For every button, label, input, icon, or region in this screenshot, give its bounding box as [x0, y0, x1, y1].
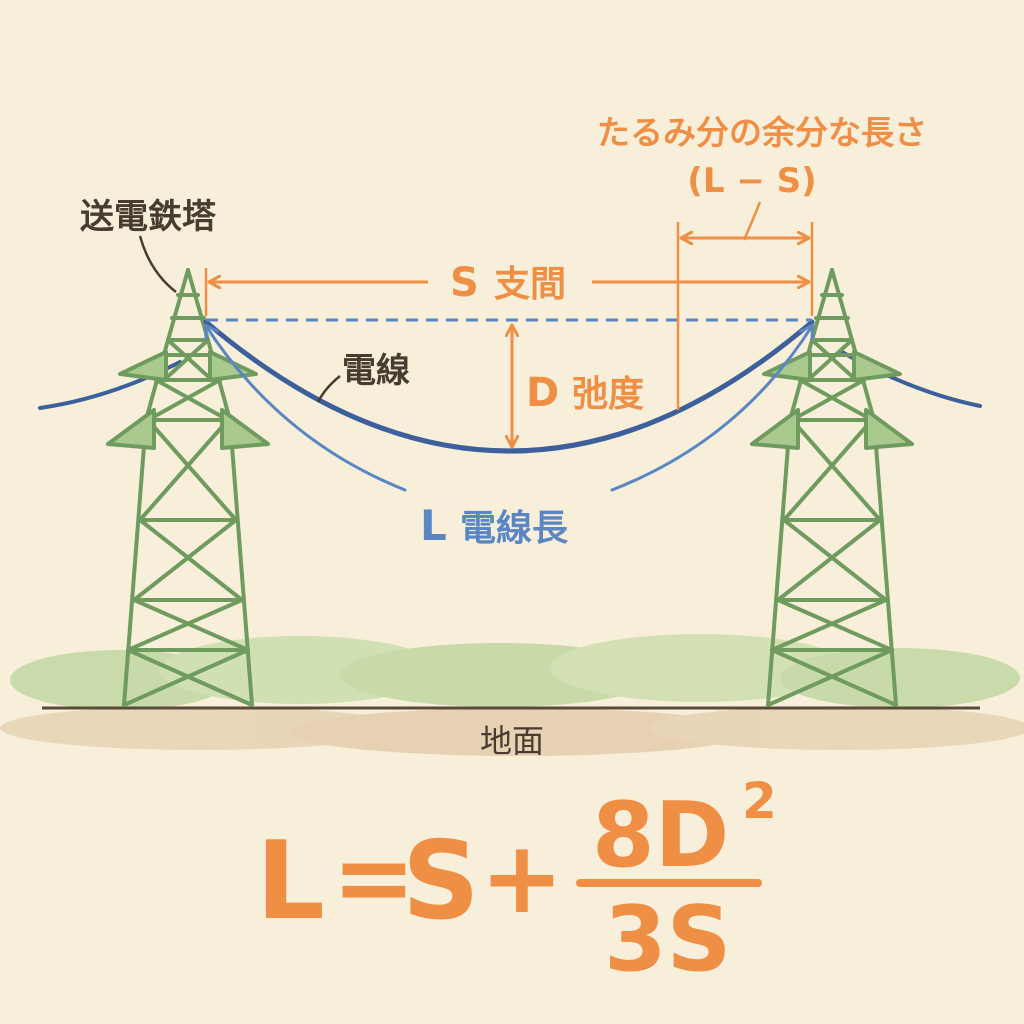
- vegetation: [10, 634, 1020, 710]
- length-letter: L: [420, 501, 447, 550]
- formula-equals: =: [332, 819, 416, 936]
- extra-leader: [742, 201, 762, 241]
- span-letter: S: [450, 260, 479, 306]
- length-text: 電線長: [460, 508, 569, 549]
- sag-text: 弛度: [572, 374, 644, 415]
- formula-lhs: L: [256, 819, 325, 944]
- formula-s: S: [402, 819, 480, 944]
- wire-leader: [316, 375, 341, 403]
- tower-left: [106, 268, 270, 707]
- wire-label: 電線: [342, 351, 410, 391]
- formula: L = S + 8D 2 3S: [256, 772, 777, 992]
- extra-label-line2: (L − S): [687, 161, 816, 201]
- length-arrow-right: [610, 326, 812, 492]
- ground-label: 地面: [480, 722, 544, 760]
- span-text: 支間: [494, 264, 566, 305]
- soil: [0, 706, 1024, 756]
- tower-right: [750, 268, 914, 707]
- sag-letter: D: [526, 370, 559, 416]
- formula-denominator: 3S: [604, 887, 731, 992]
- tower-label: 送電鉄塔: [80, 197, 217, 237]
- extra-label-line1: たるみ分の余分な長さ: [597, 113, 927, 152]
- formula-exponent: 2: [742, 772, 777, 830]
- wire-main: [203, 319, 815, 454]
- formula-plus: +: [480, 819, 564, 936]
- tower-leader: [138, 235, 177, 293]
- formula-numerator: 8D: [592, 783, 729, 888]
- length-arrow-left: [206, 326, 407, 492]
